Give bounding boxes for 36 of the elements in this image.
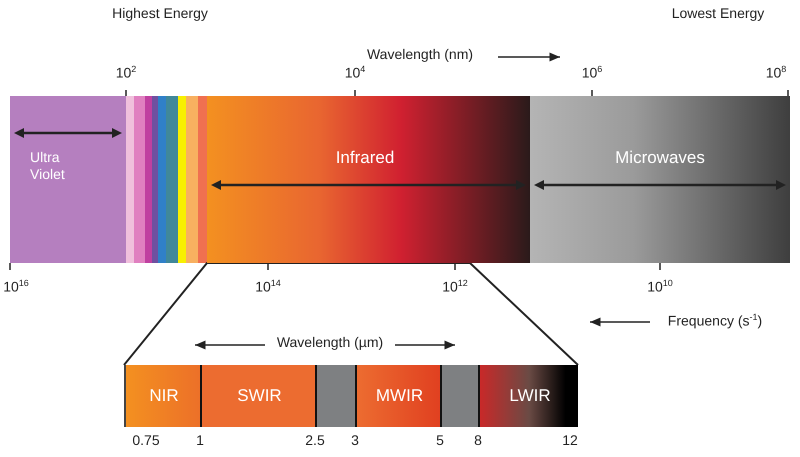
tick-label: 10$^{2}$ [116, 64, 136, 81]
tick-label: 12 [562, 432, 578, 448]
tick-label: 5 [436, 432, 444, 448]
band-label: LWIR [509, 386, 551, 406]
spectrum-band [530, 96, 790, 263]
band-label: Ultra Violet [30, 149, 66, 183]
spectrum-band [124, 365, 200, 427]
tick-label: 10$^{16}$ [3, 278, 29, 295]
band-label: Microwaves [615, 148, 705, 168]
heading: Highest Energy [112, 5, 208, 21]
tick-label: 0.75 [132, 432, 160, 448]
axis-title: Frequency (s$^{-1}$) [668, 312, 762, 329]
tick-label: 10$^{8}$ [766, 64, 786, 81]
tick-label: 10$^{14}$ [255, 278, 281, 295]
tick-label: 3 [351, 432, 359, 448]
band-label: Infrared [336, 148, 394, 168]
spectrum-band [207, 96, 530, 263]
spectrum-band [315, 365, 355, 427]
tick-label: 8 [474, 432, 482, 448]
axis-title: Wavelength (µm) [276, 334, 384, 350]
tick-label: 10$^{10}$ [647, 278, 673, 295]
spectrum-band [200, 365, 315, 427]
band-label: NIR [149, 386, 179, 406]
band-label: MWIR [376, 386, 424, 406]
spectrum-band [355, 365, 440, 427]
spectrum-band [10, 96, 126, 263]
band-label: SWIR [237, 386, 282, 406]
tick-label: 10$^{12}$ [442, 278, 468, 295]
axis-title: Wavelength (nm) [366, 46, 474, 62]
tick-label: 1 [196, 432, 204, 448]
tick-label: 10$^{6}$ [582, 64, 602, 81]
spectrum-band [478, 365, 578, 427]
tick-label: 10$^{4}$ [344, 64, 366, 81]
heading: Lowest Energy [672, 5, 764, 21]
spectrum-band [440, 365, 478, 427]
tick-label: 2.5 [305, 432, 325, 448]
